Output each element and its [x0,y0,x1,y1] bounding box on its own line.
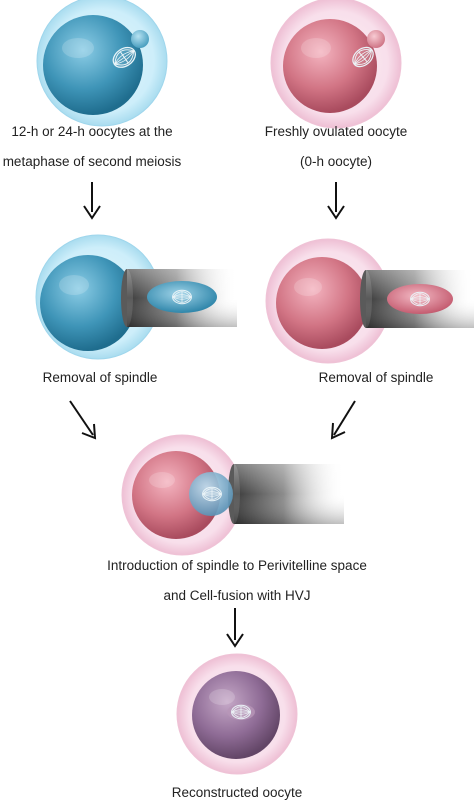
removal-right-label: Removal of spindle [318,370,434,385]
aged-oocyte-label: 12-h or 24-h oocytes at the metaphase of… [0,117,184,177]
spindle-icon [172,289,192,305]
arrow-down-right [327,182,345,220]
introduction-label-line1: Introduction of spindle to Perivitelline… [107,558,367,573]
spindle-icon [409,291,431,307]
arrow-diagonal-left [69,400,97,440]
spindle-icon [202,486,222,502]
arrow-down-left [83,182,101,220]
fresh-oocyte [270,0,402,129]
spindle-introduction [121,434,344,556]
introduction-label-line2: and Cell-fusion with HVJ [163,588,311,603]
removal-left-label: Removal of spindle [42,370,158,385]
arrow-diagonal-right [330,400,356,440]
aged-oocyte [36,0,168,127]
arrow-down-center [226,608,244,648]
fresh-label-line1: Freshly ovulated oocyte [264,124,408,139]
reconstructed-oocyte [176,653,298,775]
spindle-removal-left [35,234,237,360]
fresh-oocyte-label: Freshly ovulated oocyte (0-h oocyte) [256,117,416,177]
aged-label-line2: metaphase of second meiosis [2,154,182,169]
polar-body [131,30,149,48]
introduction-label: Introduction of spindle to Perivitelline… [0,551,474,611]
aged-label-line1: 12-h or 24-h oocytes at the [11,124,173,139]
polar-body [367,30,385,48]
spindle-removal-right [265,238,474,364]
micropipette [228,464,344,524]
reconstructed-label: Reconstructed oocyte [171,785,303,800]
spindle-icon [231,704,251,720]
fresh-label-line2: (0-h oocyte) [299,154,373,169]
